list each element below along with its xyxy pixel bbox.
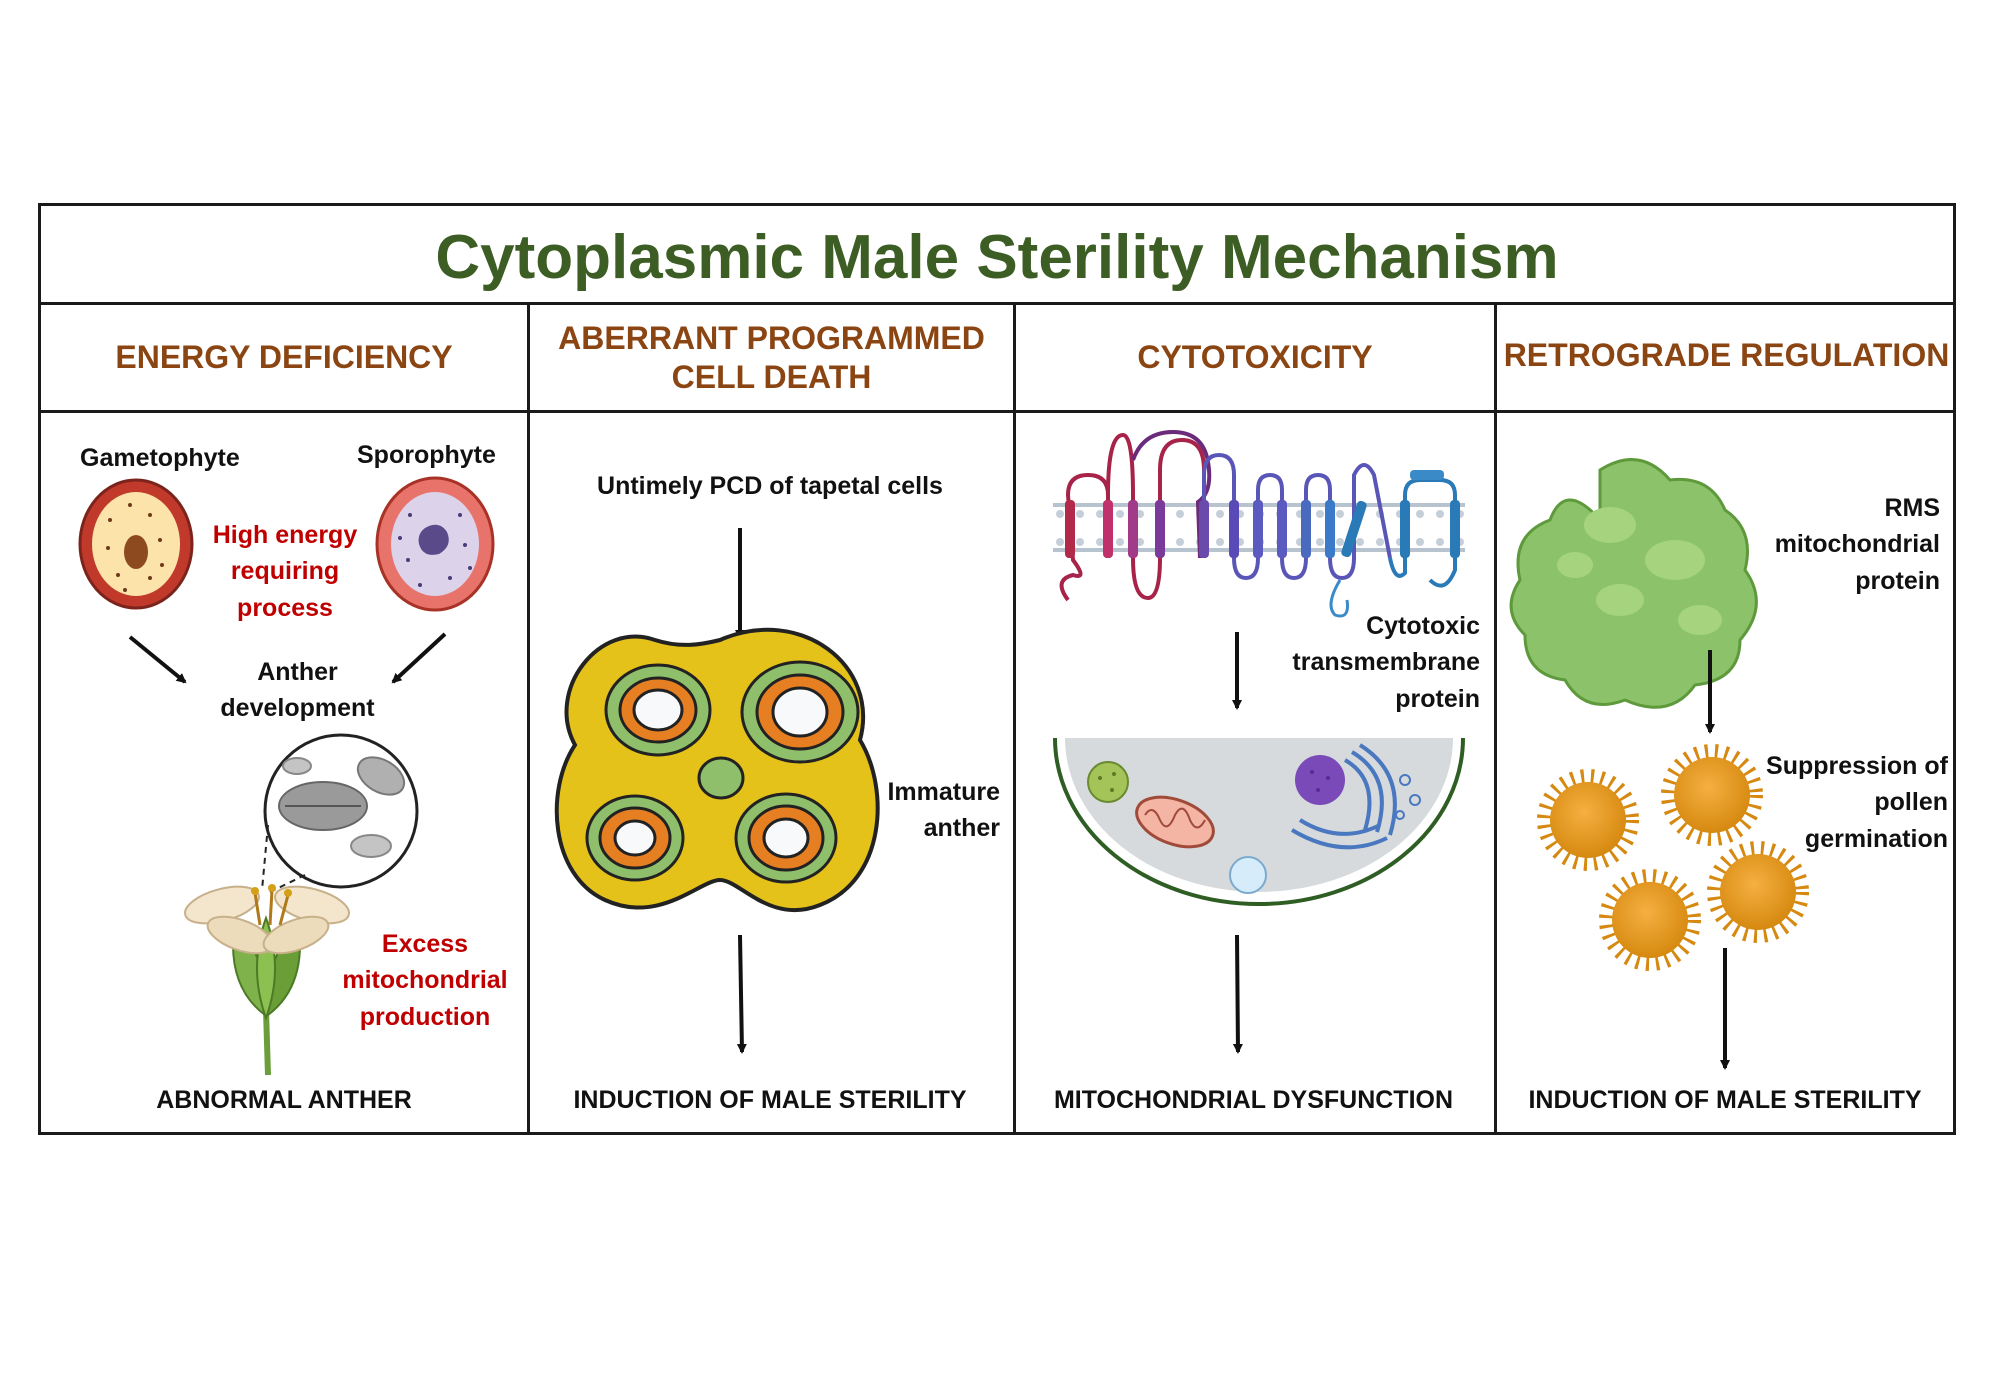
pollen-zoom-icon	[261, 733, 419, 894]
flower-icon	[184, 884, 350, 1076]
footer-mitochondrial-dysfunction: MITOCHONDRIAL DYSFUNCTION	[1053, 1086, 1454, 1114]
title-divider	[41, 302, 1953, 305]
transmembrane-protein-icon	[1053, 429, 1465, 618]
heading-cytotoxicity: CYTOTOXICITY	[1137, 339, 1373, 376]
gametophyte-cell-icon	[78, 478, 194, 610]
column-divider-1	[527, 302, 530, 1132]
arrow-sporophyte	[391, 632, 447, 684]
immature-anther-icon	[554, 627, 880, 913]
diagram-title: Cytoplasmic Male Sterility Mechanism	[435, 222, 1559, 292]
column-divider-3	[1494, 302, 1497, 1132]
label-suppression-germination: Suppression of pollen germination	[1766, 752, 1948, 853]
arrow-cell-down	[1232, 934, 1243, 1054]
heading-aberrant-pcd: ABERRANT PROGRAMMED CELL DEATH	[558, 320, 985, 395]
pollen-grains-icon	[1537, 744, 1809, 971]
arrow-anther-down	[736, 934, 747, 1054]
column-divider-2	[1013, 302, 1016, 1132]
label-anther-development: Anther development	[220, 658, 375, 723]
footer-induction-male-sterility-2: INDUCTION OF MALE STERILITY	[1528, 1086, 1922, 1114]
label-cytotoxic-protein: Cytotoxic transmembrane protein	[1292, 612, 1480, 713]
label-excess-mitochondrial: Excess mitochondrial production	[342, 930, 508, 1031]
heading-energy-deficiency: ENERGY DEFICIENCY	[115, 339, 453, 376]
mitochondrion-cell-icon	[1053, 737, 1465, 906]
arrow-gametophyte	[128, 635, 187, 684]
heading-retrograde-regulation: RETROGRADE REGULATION	[1503, 336, 1950, 373]
sporophyte-cell-icon	[375, 476, 495, 612]
label-gametophyte: Gametophyte	[80, 444, 240, 472]
rms-protein-icon	[1509, 458, 1758, 709]
diagram-frame: Cytoplasmic Male Sterility Mechanism ENE…	[38, 203, 1956, 1135]
header-divider	[41, 410, 1953, 413]
label-rms-protein: RMS mitochondrial protein	[1774, 494, 1940, 595]
label-untimely-pcd: Untimely PCD of tapetal cells	[597, 472, 943, 500]
label-immature-anther: Immature anther	[887, 778, 1000, 843]
label-sporophyte: Sporophyte	[357, 441, 496, 469]
footer-induction-male-sterility-1: INDUCTION OF MALE STERILITY	[573, 1086, 967, 1114]
footer-abnormal-anther: ABNORMAL ANTHER	[156, 1086, 412, 1114]
label-high-energy: High energy requiring process	[212, 521, 358, 622]
